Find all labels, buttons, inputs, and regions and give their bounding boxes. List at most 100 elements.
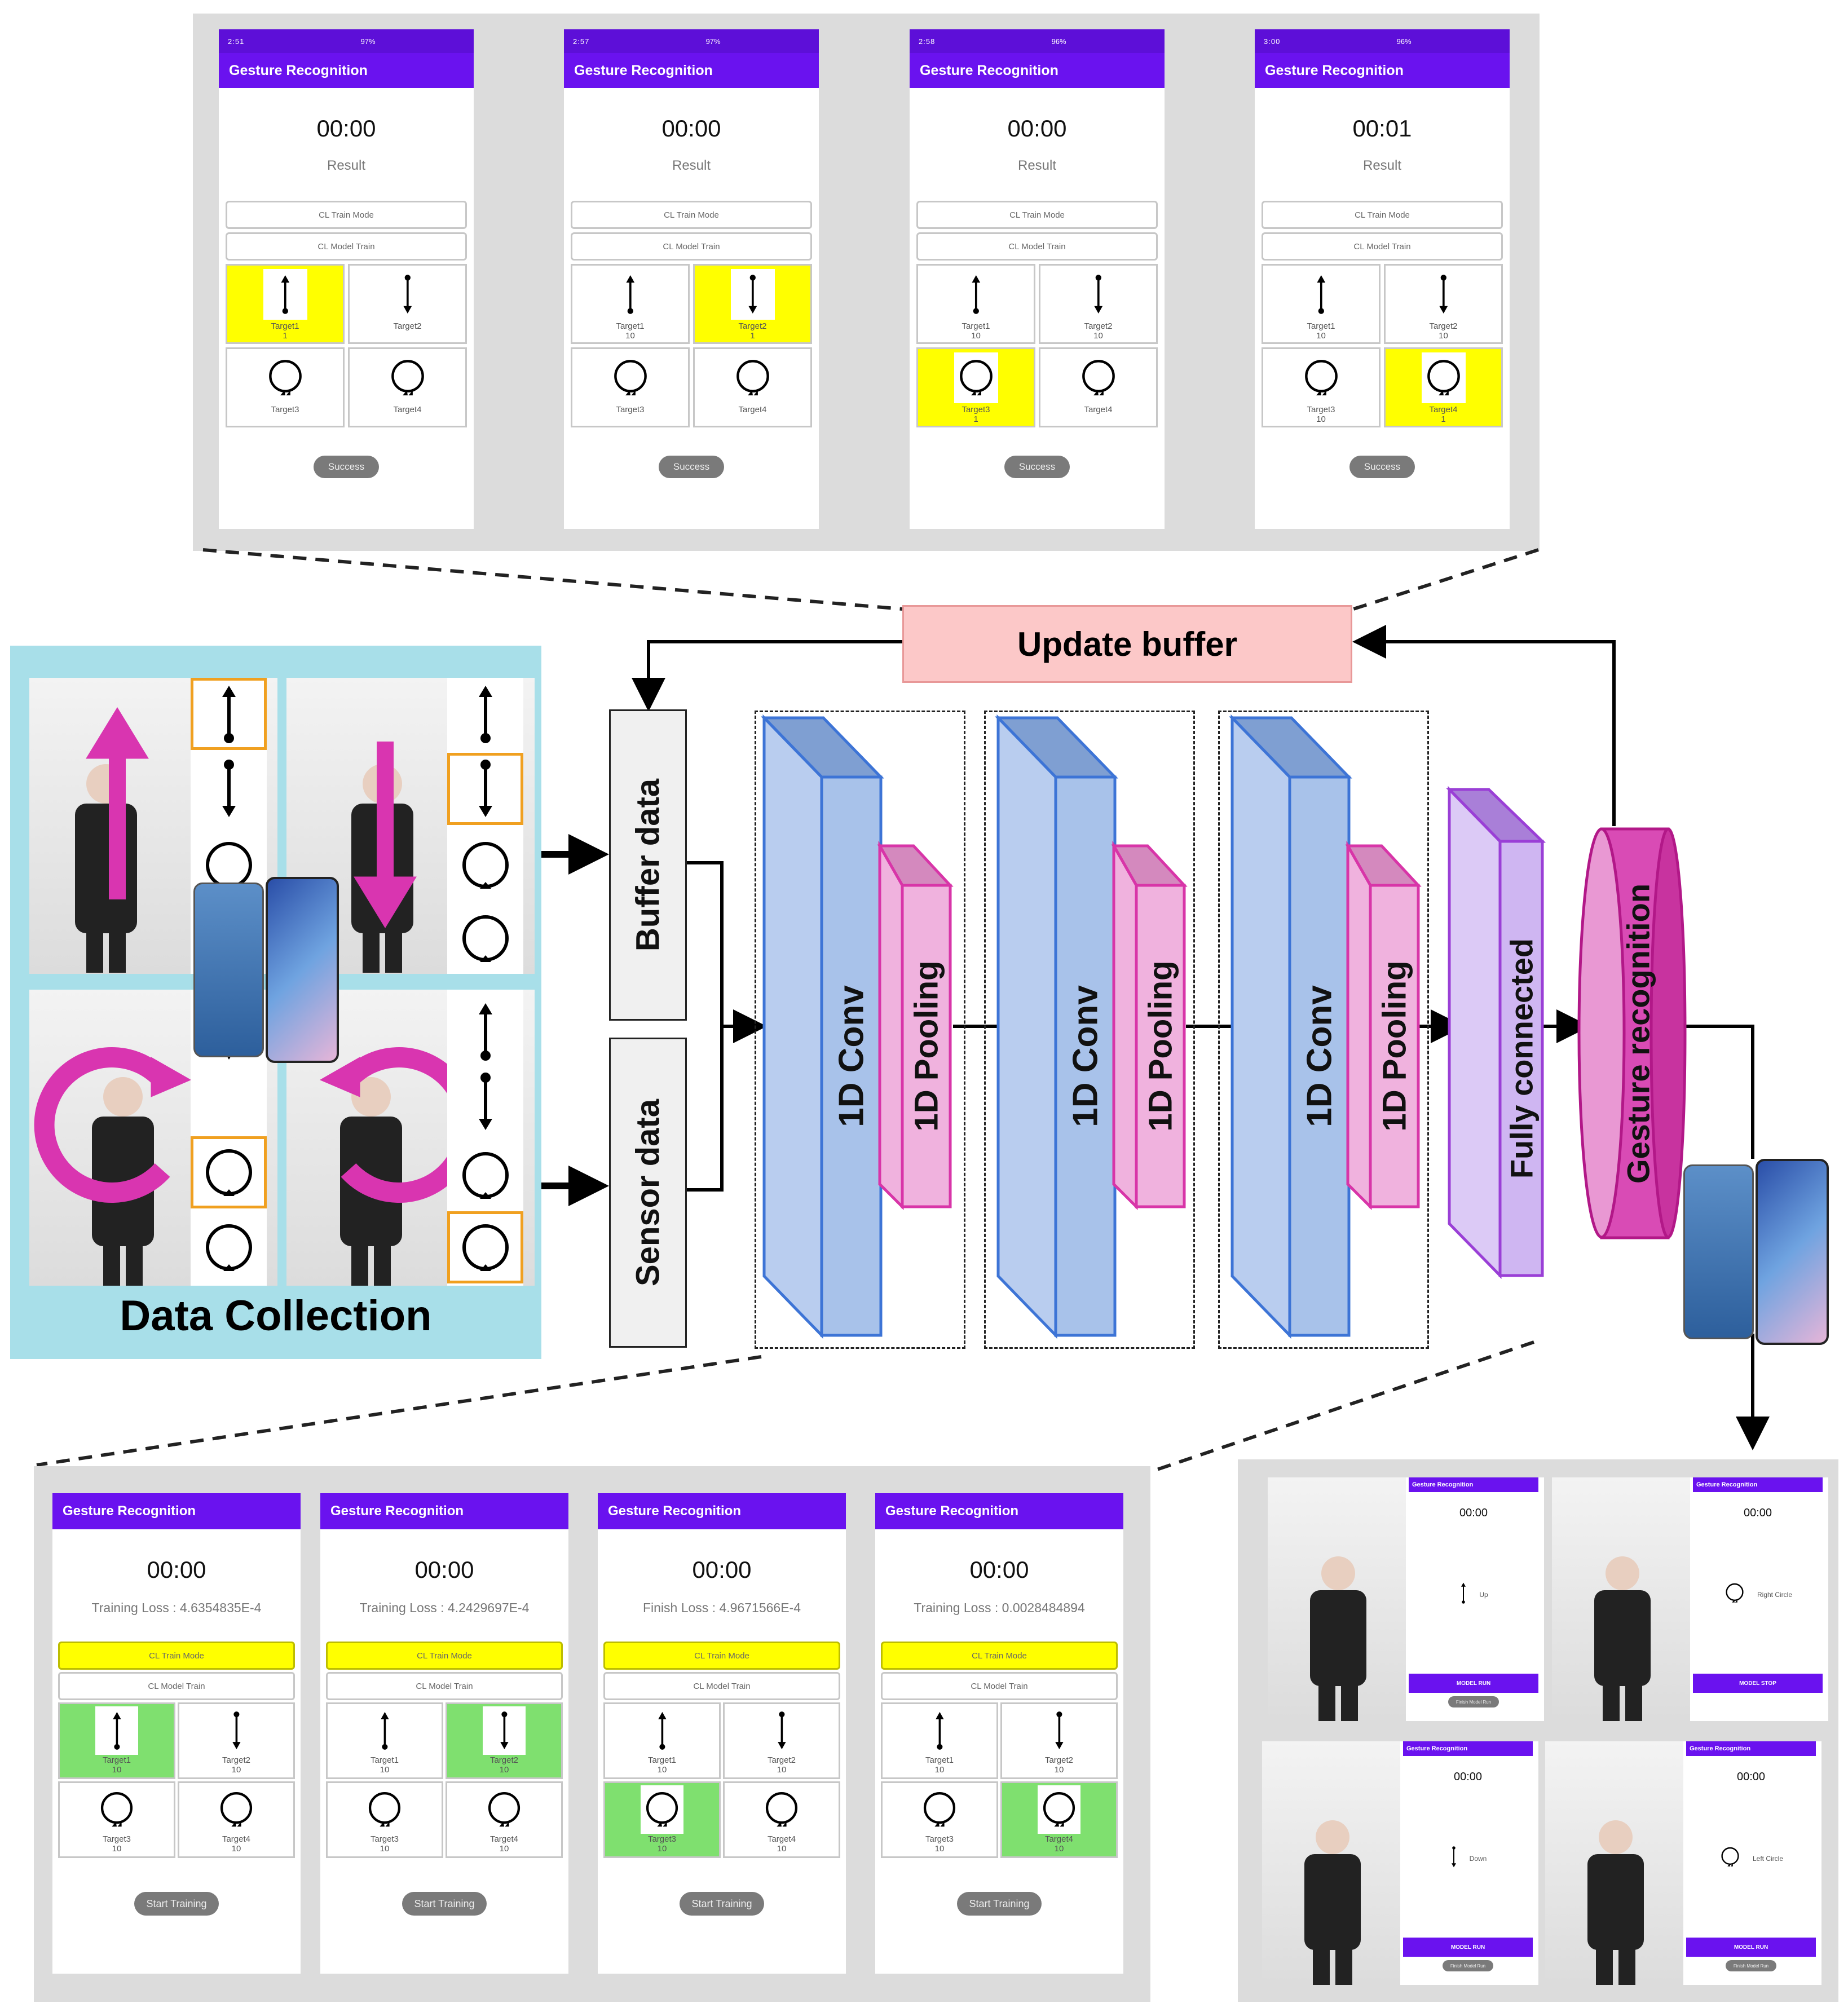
timer-display: 00:00 — [1459, 1507, 1488, 1519]
start-training-button[interactable]: Start Training — [957, 1892, 1042, 1916]
start-training-button[interactable]: Start Training — [402, 1892, 487, 1916]
strip3-circle2-icon — [191, 1211, 267, 1283]
target-count: 10 — [231, 1764, 241, 1775]
start-training-button[interactable]: Start Training — [680, 1892, 764, 1916]
cl-train-mode-button[interactable]: CL Train Mode — [1262, 201, 1503, 229]
model-run-button[interactable]: MODEL STOP — [1693, 1674, 1823, 1693]
cl-train-mode-button[interactable]: CL Train Mode — [58, 1642, 295, 1670]
timer-display: 00:00 — [414, 1556, 474, 1583]
recognized-gesture: Left Circle — [1686, 1846, 1816, 1871]
inference-screen: Gesture Recognition 00:00 Down MODEL RUN… — [1403, 1741, 1533, 1985]
left-circle-icon — [954, 352, 998, 403]
inference-tile: Gesture Recognition 00:00 Left Circle MO… — [1545, 1741, 1821, 1985]
cl-model-train-button[interactable]: CL Model Train — [571, 232, 812, 261]
strip2-circle-icon — [447, 829, 523, 901]
cl-model-train-button[interactable]: CL Model Train — [226, 232, 467, 261]
cl-model-train-button[interactable]: CL Model Train — [326, 1672, 563, 1700]
up-arrow-icon — [363, 1706, 406, 1755]
success-button[interactable]: Success — [659, 456, 724, 478]
right-circle-icon — [1038, 1785, 1080, 1834]
inference-tile: Gesture Recognition 00:00 Up MODEL RUN F… — [1268, 1477, 1544, 1721]
inference-screen: Gesture Recognition 00:00 Left Circle MO… — [1686, 1741, 1816, 1985]
left-circle-icon — [641, 1785, 683, 1834]
top-phone-screen: 2:57 97% Gesture Recognition 00:00 Resul… — [564, 29, 819, 529]
cl-train-mode-button[interactable]: CL Train Mode — [226, 201, 467, 229]
target-count: 10 — [1316, 414, 1326, 424]
success-button[interactable]: Success — [314, 456, 379, 478]
app-bar-title: Gesture Recognition — [52, 1493, 301, 1529]
finish-model-run-button[interactable]: Finish Model Run — [1726, 1960, 1776, 1971]
cl-model-train-button[interactable]: CL Model Train — [603, 1672, 840, 1700]
target-name: Target2 — [222, 1755, 251, 1765]
down-arrow-icon — [1449, 1846, 1458, 1871]
cl-model-train-button[interactable]: CL Model Train — [58, 1672, 295, 1700]
cl-model-train-button[interactable]: CL Model Train — [916, 232, 1158, 261]
strip4-up-icon — [447, 995, 523, 1067]
battery-status: 97% — [360, 37, 376, 46]
data-collection-figures — [34, 707, 477, 1286]
target-cell-4[interactable]: Target4 — [693, 347, 812, 427]
target-name: Target1 — [925, 1755, 954, 1765]
recognized-label: Right Circle — [1757, 1590, 1792, 1599]
strip1-down-icon — [191, 753, 267, 825]
model-run-button[interactable]: MODEL RUN — [1409, 1674, 1538, 1693]
down-arrow-icon — [483, 1706, 526, 1755]
model-run-button[interactable]: MODEL RUN — [1686, 1938, 1816, 1957]
target-cell-2[interactable]: Target2 — [348, 264, 467, 344]
target-cell-4[interactable]: Target4 — [348, 347, 467, 427]
status-time: 3:00 — [1264, 37, 1281, 46]
conv-label-3: 1D Conv — [1300, 985, 1339, 1127]
recognized-gesture: Up — [1409, 1582, 1538, 1607]
cl-train-mode-button[interactable]: CL Train Mode — [571, 201, 812, 229]
target-cell-4[interactable]: Target4 — [1039, 347, 1158, 427]
cl-model-train-button[interactable]: CL Model Train — [881, 1672, 1118, 1700]
model-run-button[interactable]: MODEL RUN — [1403, 1938, 1533, 1957]
cl-train-mode-button[interactable]: CL Train Mode — [603, 1642, 840, 1670]
cl-train-mode-button[interactable]: CL Train Mode — [881, 1642, 1118, 1670]
target-count: 1 — [973, 414, 978, 424]
success-button[interactable]: Success — [1004, 456, 1070, 478]
cl-model-train-button[interactable]: CL Model Train — [1262, 232, 1503, 261]
cl-train-mode-button[interactable]: CL Train Mode — [326, 1642, 563, 1670]
start-training-button[interactable]: Start Training — [134, 1892, 219, 1916]
finish-model-run-button[interactable]: Finish Model Run — [1443, 1960, 1493, 1971]
target-cell-3[interactable]: Target3 — [226, 347, 345, 427]
left-circle-icon — [363, 1785, 406, 1834]
strip4-circle-icon — [447, 1139, 523, 1211]
cl-train-mode-button[interactable]: CL Train Mode — [916, 201, 1158, 229]
strip2-circle2-icon — [447, 902, 523, 974]
gesture-recognition-cylinder: Gesture recognition — [1607, 829, 1669, 1238]
finish-model-run-button[interactable]: Finish Model Run — [1448, 1696, 1499, 1707]
success-button[interactable]: Success — [1349, 456, 1415, 478]
strip3-circle-icon — [191, 1136, 267, 1208]
target-name: Target3 — [1307, 405, 1335, 414]
target-cell-3[interactable]: Target3 — [571, 347, 690, 427]
